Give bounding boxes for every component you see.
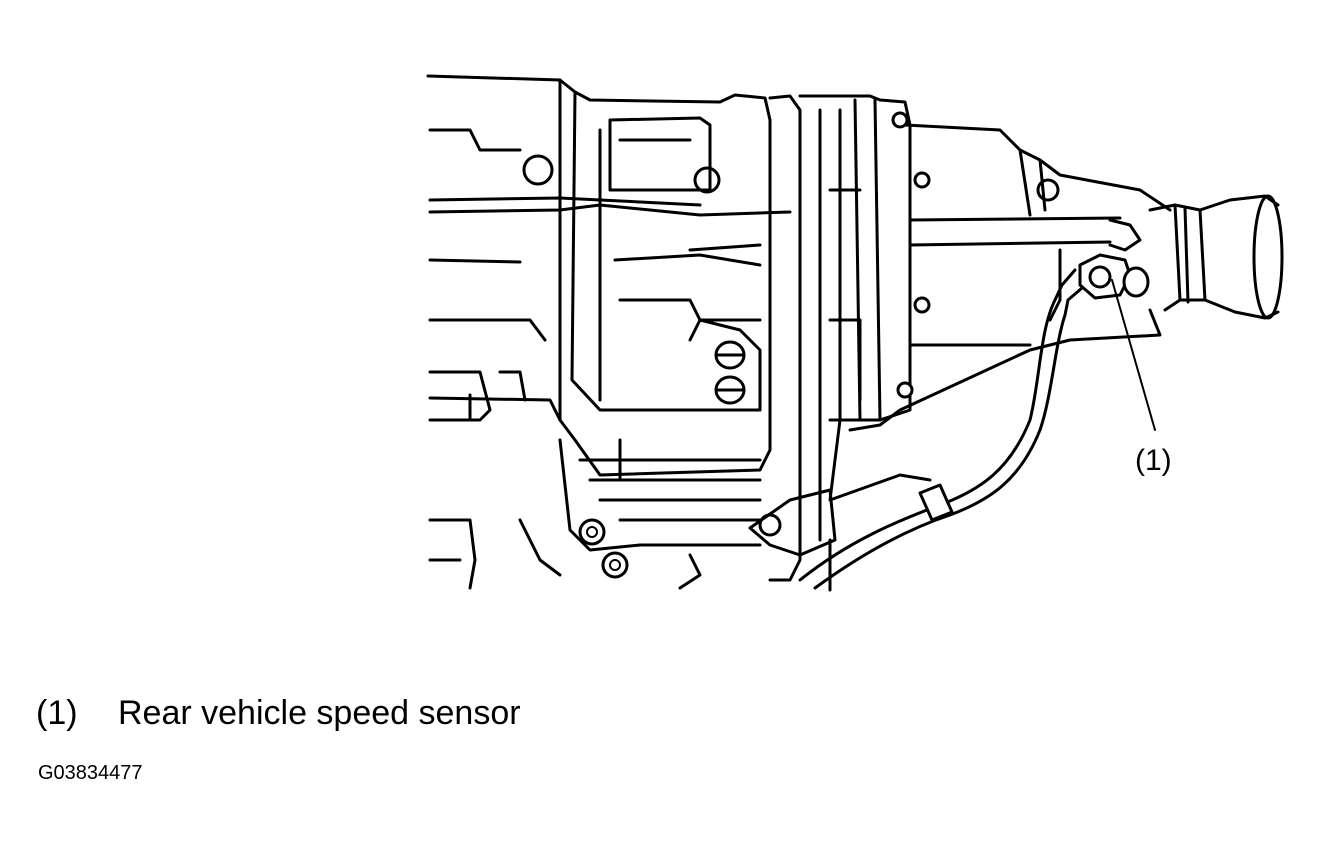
harness-bracket (748, 488, 837, 557)
sensor-harness (798, 298, 1067, 590)
figure-id: G03834477 (38, 762, 143, 784)
output-flange (1148, 194, 1284, 320)
callout-label: (1) (1135, 444, 1172, 477)
case-bolts (688, 318, 762, 412)
legend-number: (1) (36, 694, 78, 732)
transmission-case (426, 74, 792, 477)
callout-leader-line (1111, 279, 1156, 431)
transmission-illustration: (1) (426, 74, 1284, 592)
extension-housing (768, 94, 1172, 592)
legend: (1) Rear vehicle speed sensor (36, 694, 521, 733)
legend-text: Rear vehicle speed sensor (118, 694, 521, 732)
rear-vehicle-speed-sensor (1053, 253, 1150, 317)
lower-casting (428, 438, 762, 590)
